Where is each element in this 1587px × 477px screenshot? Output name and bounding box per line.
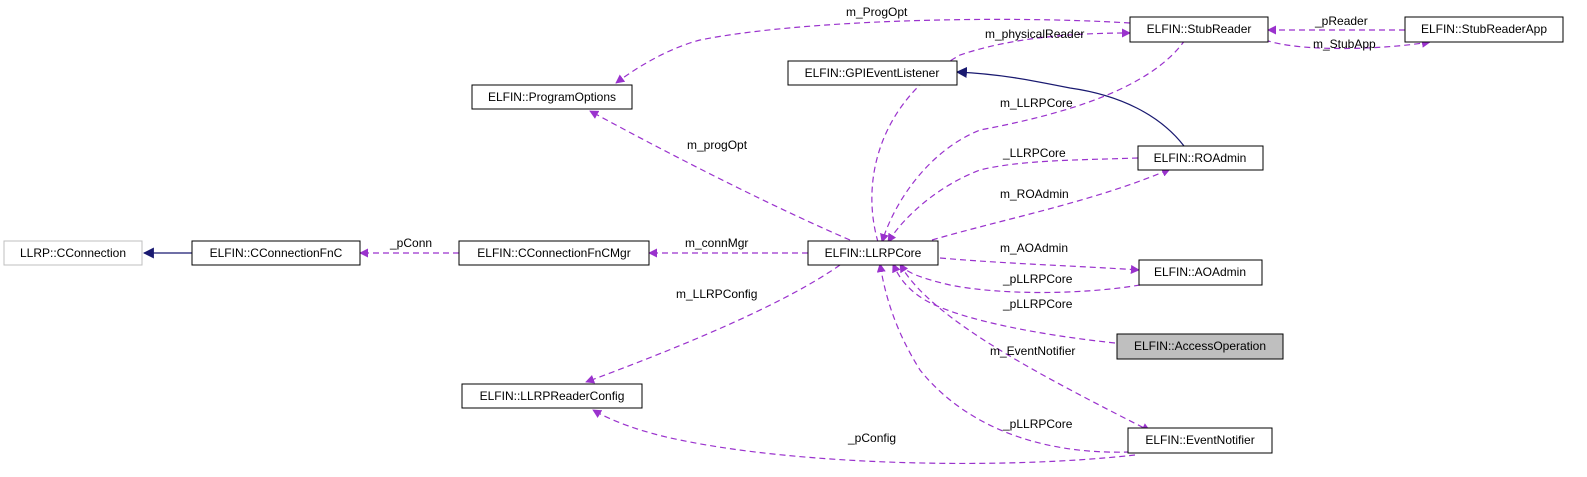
edge-stubapp [1264,38,1431,50]
node-cconnectionfncmgr[interactable]: ELFIN::CConnectionFnCMgr [458,240,650,266]
node-label-stubreaderapp: ELFIN::StubReaderApp [1421,22,1547,36]
node-label-cconnectionfnc: ELFIN::CConnectionFnC [210,246,343,260]
node-label-gpieventlistener: ELFIN::GPIEventListener [805,66,940,80]
edge-label-progopt-stub: m_ProgOpt [846,5,908,19]
edge-label-stubapp: m_StubApp [1313,37,1376,51]
node-llrpreaderconfig[interactable]: ELFIN::LLRPReaderConfig [461,383,643,409]
edge-label-pllrpcore-ev: _pLLRPCore [1002,417,1073,431]
node-cconnectionfnc[interactable]: ELFIN::CConnectionFnC [191,240,361,266]
edge-pconfig [592,409,1136,465]
node-label-cconnectionfncmgr: ELFIN::CConnectionFnCMgr [477,246,630,260]
edge-label-preader: _pReader [1314,14,1368,28]
node-label-roadmin: ELFIN::ROAdmin [1154,151,1247,165]
node-label-accessoperation: ELFIN::AccessOperation [1134,339,1266,353]
node-label-llrpreaderconfig: ELFIN::LLRPReaderConfig [480,389,625,403]
edge-inherit-gpieventlistener [955,66,1185,147]
node-aoadmin[interactable]: ELFIN::AOAdmin [1138,259,1263,286]
node-llrpcore[interactable]: ELFIN::LLRPCore [807,240,939,266]
node-roadmin[interactable]: ELFIN::ROAdmin [1137,145,1264,171]
edge-label-pconn: _pConn [389,236,432,250]
node-label-programoptions: ELFIN::ProgramOptions [488,90,616,104]
node-programoptions[interactable]: ELFIN::ProgramOptions [471,84,633,110]
edge-eventnotifier [899,263,1151,432]
edge-progopt [589,110,851,241]
node-cconnection[interactable]: LLRP::CConnection [3,240,143,266]
edge-label-eventnotifier: m_EventNotifier [990,344,1075,358]
node-stubreader[interactable]: ELFIN::StubReader [1129,16,1269,43]
edge-label-aoadmin: m_AOAdmin [1000,241,1068,255]
node-stubreaderapp[interactable]: ELFIN::StubReaderApp [1404,16,1564,43]
node-eventnotifier[interactable]: ELFIN::EventNotifier [1127,427,1273,454]
node-gpieventlistener[interactable]: ELFIN::GPIEventListener [787,60,958,86]
node-label-cconnection: LLRP::CConnection [20,246,126,260]
edge-pllrpcore-ao [899,263,1141,294]
node-label-aoadmin: ELFIN::AOAdmin [1154,265,1246,279]
edge-label-progopt: m_progOpt [687,138,748,152]
edge-progopt-stub [615,18,1131,84]
edge-roadmin [931,168,1171,241]
node-label-llrpcore: ELFIN::LLRPCore [825,246,922,260]
edge-label-pllrpcore-ao: _pLLRPCore [1002,272,1073,286]
edge-pllrpcore-ev [876,263,1131,453]
edge-label-pconfig: _pConfig [847,431,896,445]
edge-label-connmgr: m_connMgr [685,236,748,250]
edge-label-llrpcore-stub: m_LLRPCore [1000,96,1073,110]
edge-label-llrpconfig: m_LLRPConfig [676,287,757,301]
node-accessoperation[interactable]: ELFIN::AccessOperation [1116,333,1284,360]
edge-label-physicalreader: m_physicalReader [985,27,1084,41]
edge-label-roadmin: m_ROAdmin [1000,187,1069,201]
edge-llrpcore-ro [887,157,1139,243]
edge-label-llrpcore-ro: _LLRPCore [1002,146,1066,160]
edge-llrpcore-stub [880,39,1186,243]
node-label-stubreader: ELFIN::StubReader [1147,22,1252,36]
edge-physicalreader [871,28,1131,243]
edge-pllrpcore-access [892,263,1116,344]
edge-label-pllrpcore-access: _pLLRPCore [1002,297,1073,311]
edge-aoadmin [939,257,1140,274]
edge-llrpconfig [585,264,841,384]
node-label-eventnotifier: ELFIN::EventNotifier [1145,433,1254,447]
